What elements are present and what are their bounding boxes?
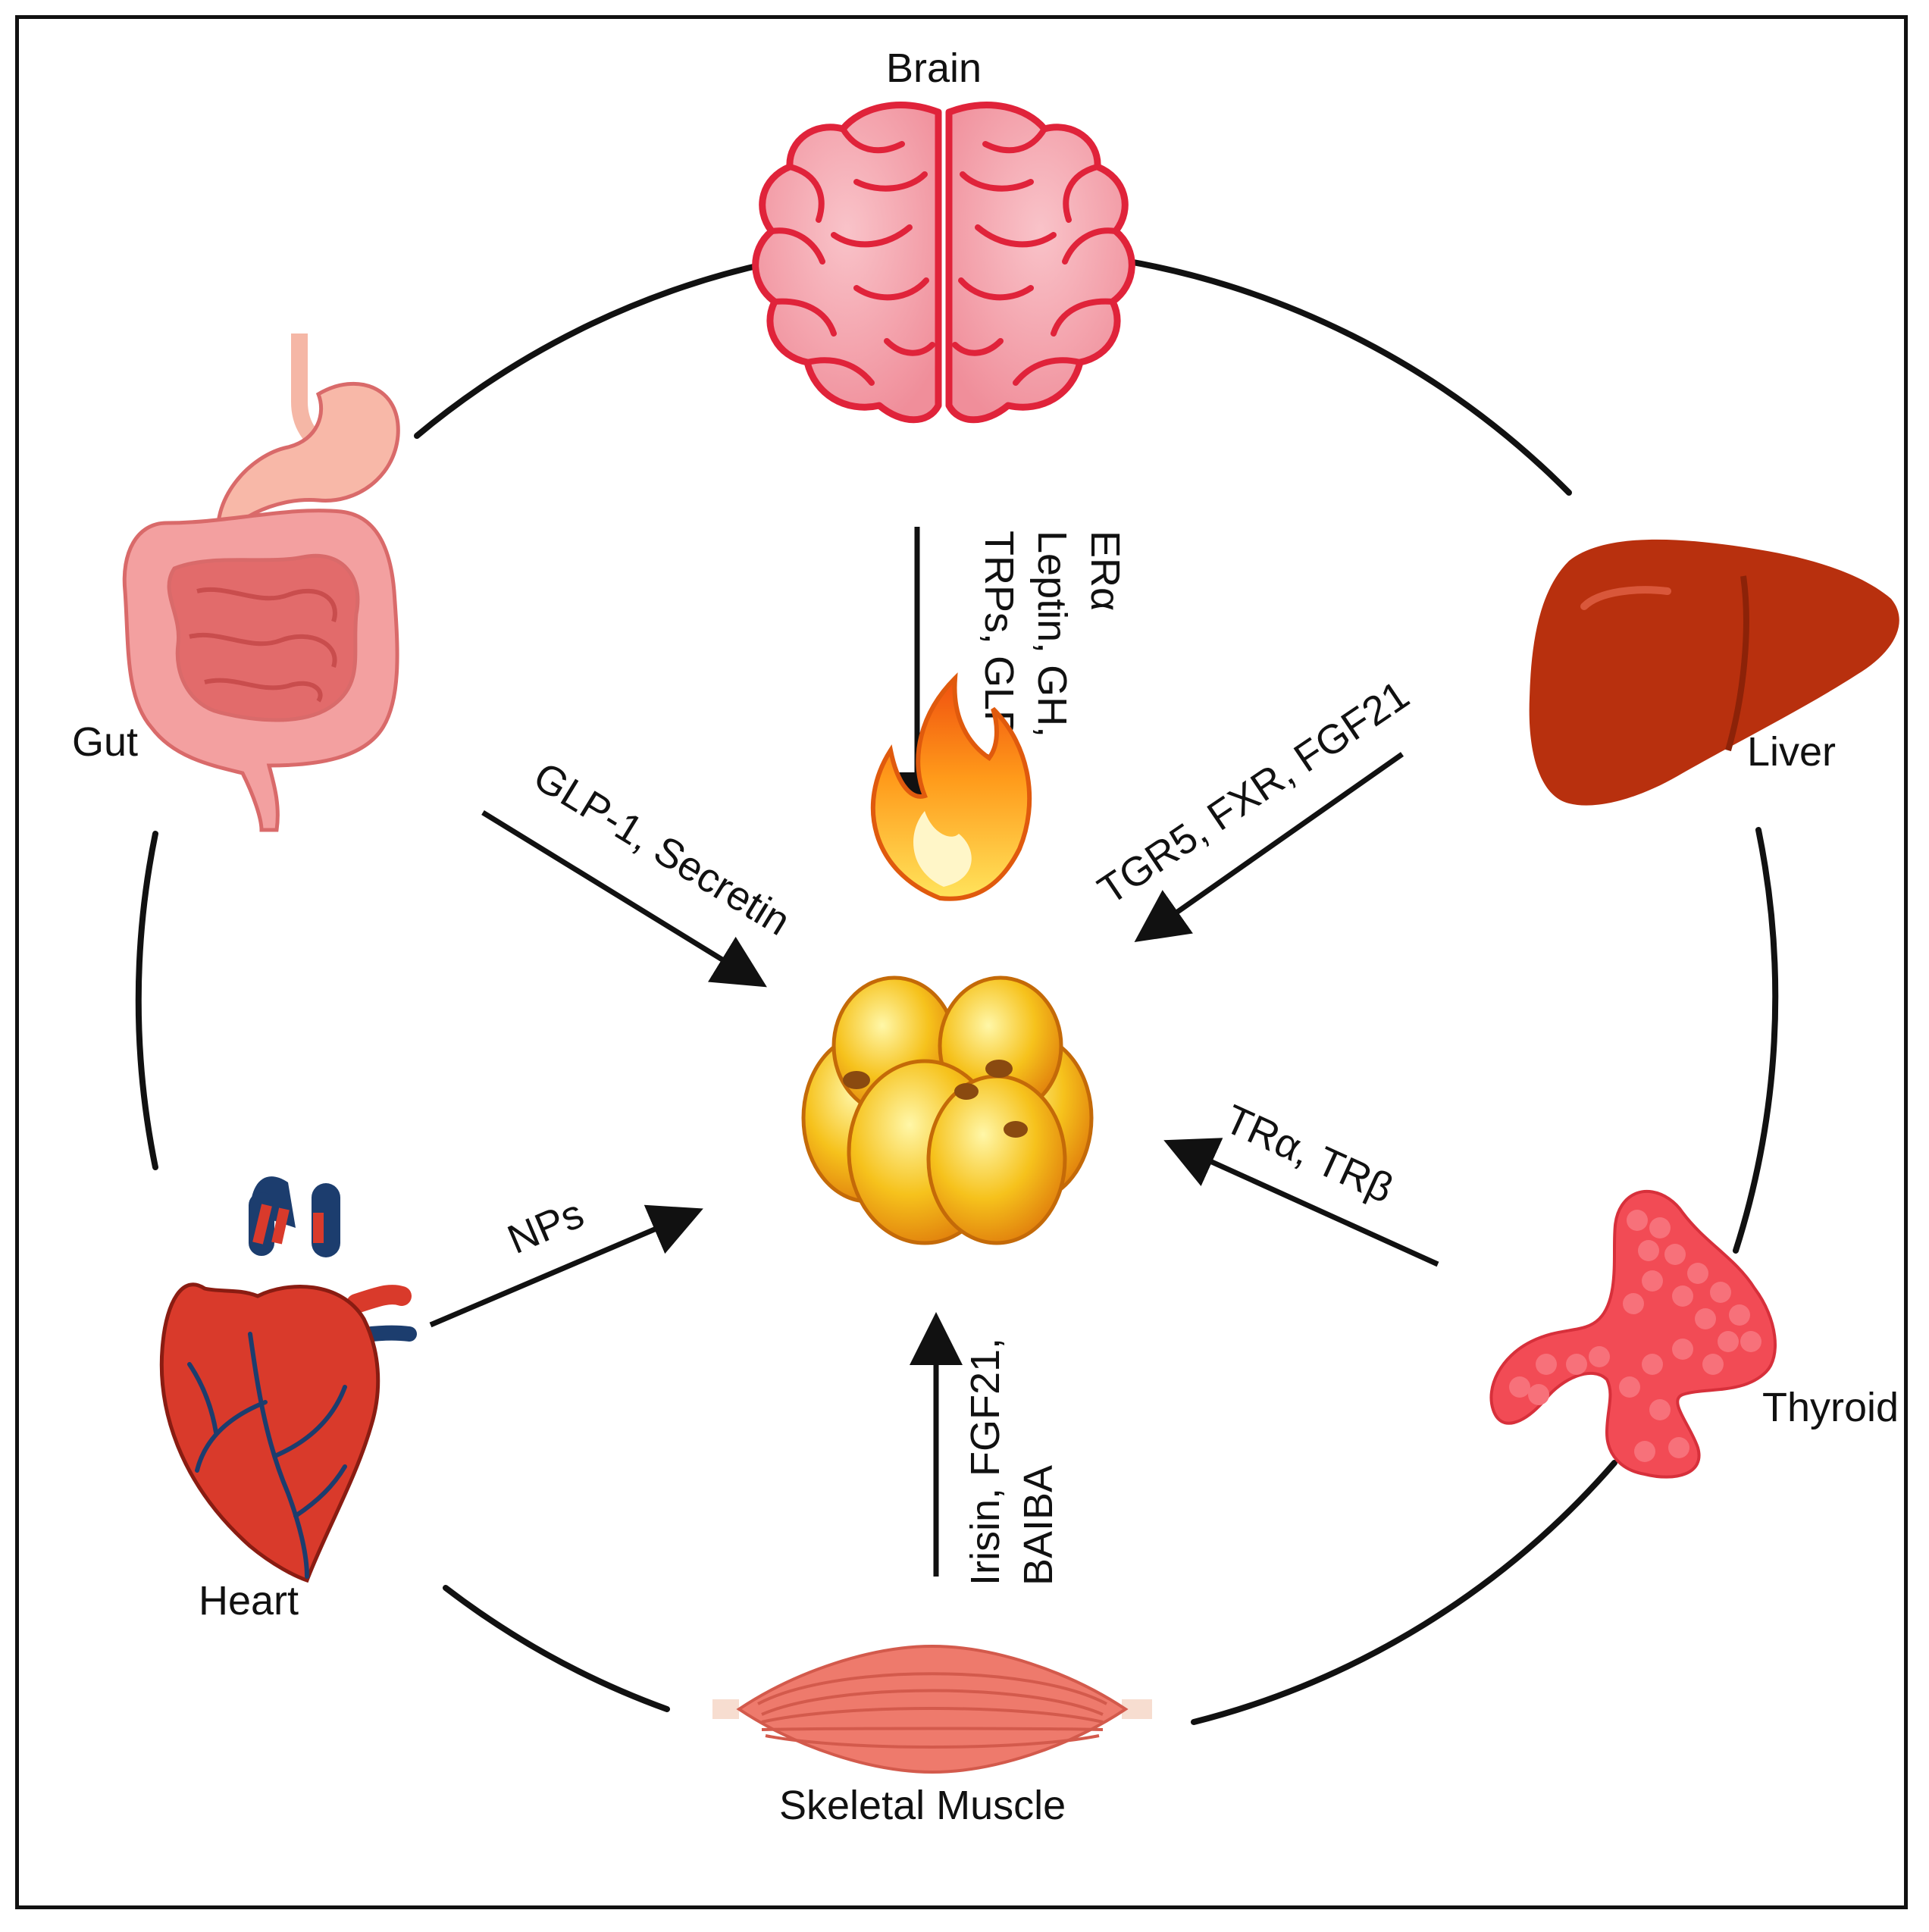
thyroid-icon [1489,1190,1777,1479]
arc-liver-thyroid [1733,827,1779,1254]
arc-brain-liver [1092,253,1572,496]
liver-label: Liver [1747,729,1836,775]
heart-icon [159,1176,417,1583]
arc-gut-heart [135,831,158,1170]
brain-icon [752,102,1135,424]
arrow-thyroid [1163,1138,1439,1267]
brain-signal-line-3: ERα [1082,531,1128,611]
arc-muscle-thyroid [1191,1460,1617,1725]
gut-signal: GLP-1, Secretin [526,753,798,944]
muscle-signal-line-2: BAIBA [1016,1465,1061,1586]
heart-signal: NPs [501,1191,590,1263]
arc-gut-brain [414,256,791,439]
flame-shape [870,672,1032,901]
skeletal-muscle-label: Skeletal Muscle [779,1783,1066,1828]
thyroid-label: Thyroid [1762,1385,1899,1430]
gut-icon [122,333,400,832]
heart-label: Heart [199,1578,299,1624]
fire-fat-cells-icon [801,672,1094,1245]
arrow-liver [1134,752,1404,943]
muscle-signal-line-1: Irisin, FGF21, [963,1338,1008,1586]
brain-signal-line-2: Leptin, GH, [1029,531,1075,737]
figure-frame [15,15,1908,1909]
liver-icon [1529,539,1899,806]
outer-circle [135,253,1779,1725]
gut-label: Gut [72,719,138,765]
arc-heart-muscle [443,1585,670,1712]
arrow-heart [429,1204,703,1328]
muscle-signal: Irisin, FGF21, BAIBA [963,1338,1061,1586]
liver-signal: TGR5, FXR, FGF21 [1090,672,1417,913]
arrow-gut [481,810,767,988]
skeletal-muscle-icon [712,1644,1152,1774]
brain-label: Brain [886,45,982,91]
thyroid-signal: TRα, TRβ [1218,1096,1400,1212]
